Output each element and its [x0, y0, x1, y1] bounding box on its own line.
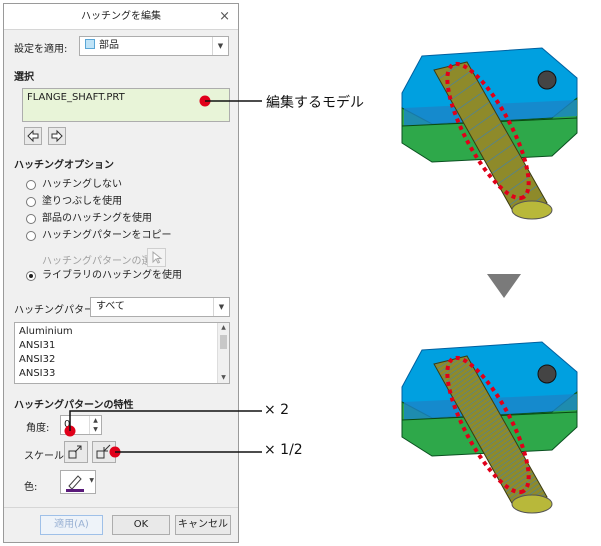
hatch-pattern-label: ハッチングパターン:	[14, 305, 107, 316]
hatch-pattern-value: すべて	[96, 301, 125, 312]
scale-down-annotation: × 1/2	[264, 442, 303, 458]
properties-header: ハッチングパターンの特性	[14, 400, 134, 411]
edit-model-annotation: 編集するモデル	[266, 95, 364, 111]
ok-button[interactable]: OK	[112, 515, 170, 535]
pattern-select-button[interactable]	[147, 248, 166, 267]
dialog-title: ハッチングを編集	[81, 11, 161, 22]
chevron-down-icon: ▼	[89, 477, 94, 484]
bolt-head	[537, 70, 557, 90]
color-label: 色:	[24, 482, 38, 493]
apply-button[interactable]: 適用(A)	[40, 515, 103, 535]
down-arrow-icon	[487, 274, 521, 298]
color-picker-button[interactable]: ▼	[60, 470, 96, 494]
scroll-down-icon: ▼	[221, 374, 226, 381]
list-item[interactable]: ANSI32	[19, 354, 56, 365]
scale-down-icon	[96, 444, 111, 459]
part-icon	[85, 39, 95, 49]
arrow-right-icon	[51, 129, 63, 143]
bolt-head	[537, 364, 557, 384]
angle-label: 角度:	[26, 423, 50, 434]
chevron-down-icon: ▼	[212, 37, 228, 55]
arrow-left-icon	[27, 129, 39, 143]
dialog-titlebar: ハッチングを編集 ×	[4, 4, 238, 30]
angle-value: 0	[64, 419, 71, 430]
pattern-select-label: ハッチングパターンの選択:	[42, 256, 165, 267]
selection-box[interactable]: FLANGE_SHAFT.PRT	[22, 88, 230, 122]
hatch-pattern-dropdown[interactable]: すべて ▼	[90, 297, 230, 317]
cancel-button[interactable]: キャンセル	[175, 515, 231, 535]
scale-label: スケール:	[24, 451, 68, 462]
footer-divider	[4, 507, 238, 508]
previous-arrow-button[interactable]	[24, 127, 42, 145]
scroll-thumb[interactable]	[220, 335, 227, 349]
scale-up-annotation: × 2	[264, 402, 290, 418]
apply-to-value: 部品	[99, 40, 119, 51]
close-icon[interactable]: ×	[219, 9, 230, 24]
scale-up-button[interactable]	[64, 441, 88, 463]
next-arrow-button[interactable]	[48, 127, 66, 145]
scroll-up-icon: ▲	[221, 324, 226, 331]
model-image-before	[401, 47, 578, 220]
selection-item[interactable]: FLANGE_SHAFT.PRT	[27, 92, 125, 103]
callout-line	[69, 410, 262, 431]
apply-to-dropdown[interactable]: 部品 ▼	[79, 36, 229, 56]
list-item[interactable]: ANSI31	[19, 340, 56, 351]
edit-hatching-dialog: ハッチングを編集 × 設定を適用: 部品 ▼ 選択 FLANGE_SHAFT.P…	[3, 3, 239, 543]
cursor-arrow-icon	[152, 250, 163, 264]
list-item[interactable]: Aluminium	[19, 326, 73, 337]
apply-to-label: 設定を適用:	[14, 44, 68, 55]
scale-down-button[interactable]	[92, 441, 116, 463]
list-item[interactable]: ANSI33	[19, 368, 56, 379]
list-scrollbar[interactable]: ▲ ▼	[217, 323, 229, 383]
chevron-down-icon: ▼	[213, 298, 229, 316]
pen-icon	[66, 475, 84, 492]
selection-header: 選択	[14, 72, 34, 83]
hatch-options-header: ハッチングオプション	[14, 160, 114, 171]
highlight-ellipse	[445, 355, 531, 495]
hatch-pattern-list[interactable]: Aluminium ANSI31 ANSI32 ANSI33 ▲ ▼	[14, 322, 230, 384]
angle-stepper[interactable]: ▲▼	[89, 416, 101, 434]
highlight-ellipse	[445, 61, 531, 201]
scale-up-icon	[68, 445, 82, 459]
model-image-after	[401, 341, 578, 514]
